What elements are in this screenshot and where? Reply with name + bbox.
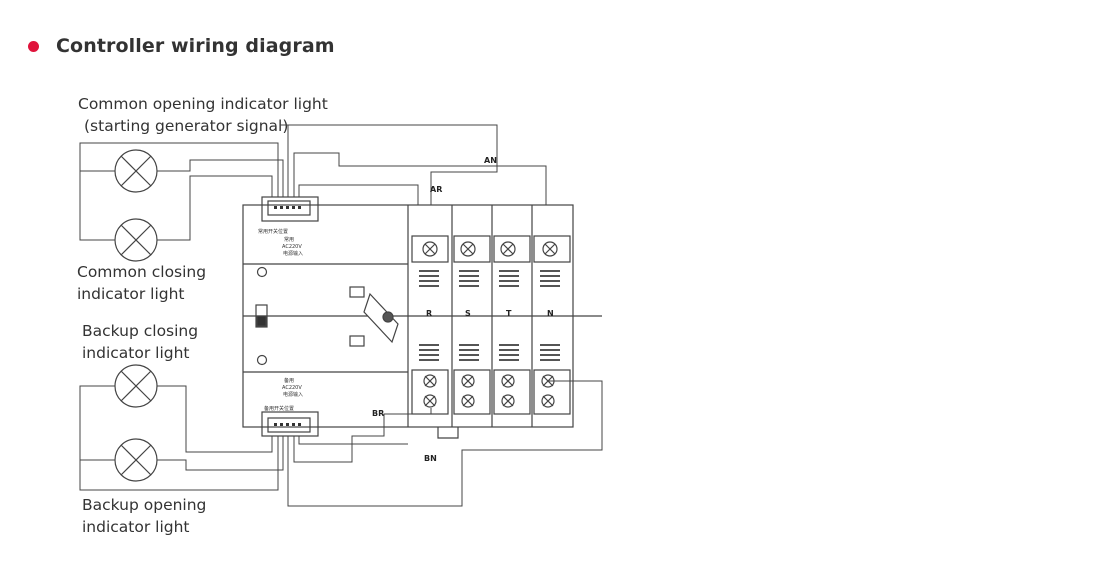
- pole-markings: [419, 270, 560, 361]
- pole-label-t: T: [506, 309, 512, 318]
- upper-module-text1: 常用开关位置: [258, 228, 288, 235]
- pole-label-n: N: [547, 309, 554, 318]
- label-common-opening-line2: (starting generator signal): [84, 117, 289, 135]
- lower-connector: [261, 411, 319, 437]
- upper-connector: [261, 196, 319, 222]
- label-common-closing-line2: indicator light: [77, 285, 185, 303]
- lower-module-text2: AC220V: [282, 385, 302, 391]
- top-terminals: [411, 235, 571, 263]
- lower-module-text1: 备用: [284, 377, 294, 384]
- lamp-backup-opening-icon: [114, 438, 158, 482]
- bullet-dot-icon: [28, 40, 39, 52]
- label-backup-opening-line2: indicator light: [82, 518, 190, 536]
- wire-tag-an: AN: [484, 156, 497, 165]
- label-common-opening-line1: Common opening indicator light: [78, 95, 328, 113]
- pole-label-s: S: [465, 309, 471, 318]
- upper-module-text3: AC220V: [282, 244, 302, 250]
- lower-lamp-wiring: [79, 380, 603, 507]
- label-backup-closing-line2: indicator light: [82, 344, 190, 362]
- lower-module-text4: 备用开关位置: [264, 405, 294, 412]
- section-title: Controller wiring diagram: [56, 35, 335, 57]
- upper-module-text4: 电源输入: [283, 250, 303, 257]
- upper-module-text2: 常用: [284, 236, 294, 243]
- label-backup-closing-line1: Backup closing: [82, 322, 199, 340]
- pole-label-r: R: [426, 309, 432, 318]
- wire-tag-ar: AR: [430, 185, 442, 194]
- bottom-terminals: [411, 369, 571, 439]
- wire-tag-bn: BN: [424, 454, 437, 463]
- section-header: Controller wiring diagram: [28, 33, 335, 59]
- label-backup-opening-line1: Backup opening: [82, 496, 207, 514]
- upper-lamp-wiring: [79, 124, 547, 241]
- lamp-common-closing-icon: [114, 218, 158, 262]
- wire-tag-br: BR: [372, 409, 384, 418]
- lamp-common-opening-icon: [114, 149, 158, 193]
- lower-module-text3: 电源输入: [283, 391, 303, 398]
- label-common-closing-line1: Common closing: [77, 263, 207, 281]
- controller-body: [242, 204, 602, 428]
- lamp-backup-closing-icon: [114, 364, 158, 408]
